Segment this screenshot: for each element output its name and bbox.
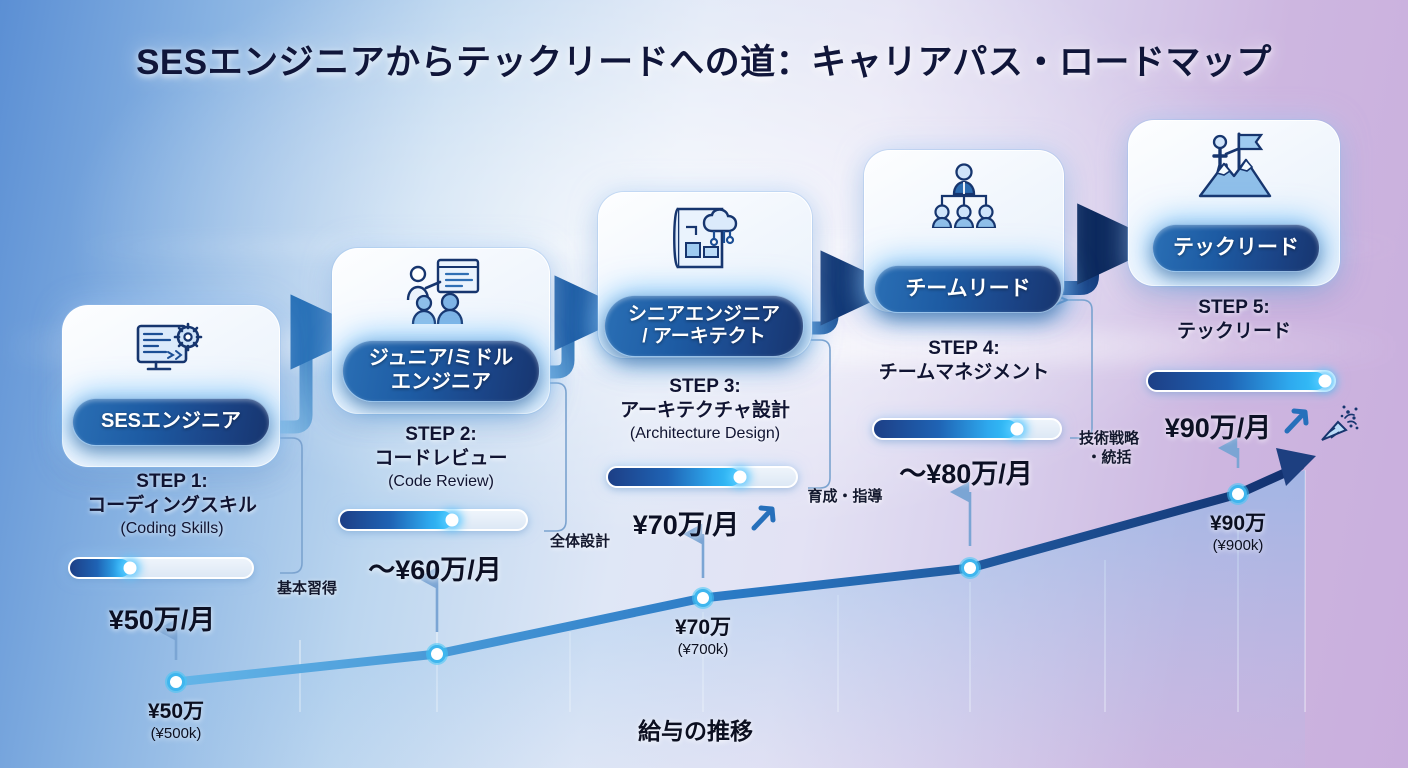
step-4-number: STEP 4: <box>928 338 1000 359</box>
chart-caption: 給与の推移 <box>638 718 753 744</box>
step-1-progress-knob[interactable] <box>123 561 137 575</box>
party-popper-icon <box>1321 405 1359 441</box>
chart-point-1-sub: (¥500k) <box>150 724 202 742</box>
step-5-name-ja: テックリード <box>1176 321 1291 343</box>
rising-arrow-icon <box>751 505 776 531</box>
chart-point-5-sub: (¥900k) <box>1212 536 1264 554</box>
chart-point-3-sub: (¥700k) <box>677 640 729 658</box>
step-3-pill[interactable]: シニアエンジニア / アーキテクト <box>604 295 804 357</box>
step-1-progress-bar[interactable] <box>68 557 254 579</box>
step-2-number: STEP 2: <box>405 424 477 445</box>
rising-arrow-icon <box>1284 408 1309 434</box>
step-3-name-en: (Architecture Design) <box>629 424 781 442</box>
step-5-progress-knob[interactable] <box>1318 374 1332 388</box>
step-2-name-ja: コードレビュー <box>374 448 508 470</box>
step-4-connector-note: 技術戦略 ・統括 <box>1078 430 1139 466</box>
step-1-salary: ¥50万/月 <box>108 605 216 635</box>
chart-point-1-main: ¥50万 <box>147 700 205 723</box>
chart-point-label-1: ¥50万 (¥500k) <box>106 700 246 742</box>
step-1-progress-fill <box>70 559 131 577</box>
chart-point-label-5: ¥90万 (¥900k) <box>1168 512 1308 554</box>
step-1-name-ja: コーディングスキル <box>87 495 257 517</box>
step-4-progress-fill <box>874 420 1018 438</box>
step-1-label: STEP 1: コーディングスキル (Coding Skills) <box>42 470 302 539</box>
step-4-pill[interactable]: チームリード <box>874 265 1062 313</box>
step-4-salary: 〜¥80万/月 <box>899 459 1033 489</box>
chart-point-label-3: ¥70万 (¥700k) <box>633 616 773 658</box>
step-2-name-en: (Code Review) <box>388 472 494 490</box>
step-2-salary: 〜¥60万/月 <box>368 555 502 585</box>
step-1-number: STEP 1: <box>136 471 208 492</box>
step-3-progress-bar[interactable] <box>606 466 798 488</box>
step-1-pill[interactable]: SESエンジニア <box>72 398 270 446</box>
step-2-connector-note: 全体設計 <box>549 533 610 550</box>
mountain-flag-icon <box>1128 130 1340 200</box>
team-org-icon <box>864 162 1064 228</box>
step-4-name-ja: チームマネジメント <box>878 362 1050 384</box>
step-2-progress-bar[interactable] <box>338 509 528 531</box>
step-1-connector-note: 基本習得 <box>276 580 337 597</box>
step-3-connector-note: 育成・指導 <box>807 488 883 505</box>
blueprint-cloud-icon <box>598 203 812 273</box>
step-2-pill[interactable]: ジュニア/ミドル エンジニア <box>342 340 540 402</box>
presentation-people-icon <box>332 258 550 326</box>
step-5-label: STEP 5: テックリード <box>1130 296 1338 345</box>
step-5-progress-fill <box>1148 372 1325 390</box>
step-5-progress-bar[interactable] <box>1146 370 1336 392</box>
step-3-progress-knob[interactable] <box>733 470 747 484</box>
monitor-gear-icon <box>62 318 280 386</box>
step-1-name-en: (Coding Skills) <box>120 519 224 537</box>
step-3-salary: ¥70万/月 <box>632 510 740 540</box>
page-title: SESエンジニアからテックリードへの道：キャリアパス・ロードマップ <box>136 43 1272 82</box>
step-2-progress-fill <box>340 511 452 529</box>
step-3-progress-fill <box>608 468 740 486</box>
step-3-number: STEP 3: <box>669 376 741 397</box>
step-2-label: STEP 2: コードレビュー (Code Review) <box>316 423 566 492</box>
step-4-progress-knob[interactable] <box>1010 422 1024 436</box>
chart-point-5-main: ¥90万 <box>1209 512 1267 535</box>
step-4-label: STEP 4: チームマネジメント <box>854 337 1074 386</box>
chart-point-3-main: ¥70万 <box>674 616 732 639</box>
step-3-name-ja: アーキテクチャ設計 <box>620 400 790 422</box>
step-4-progress-bar[interactable] <box>872 418 1062 440</box>
step-2-progress-knob[interactable] <box>445 513 459 527</box>
step-5-number: STEP 5: <box>1198 297 1270 318</box>
step-3-label: STEP 3: アーキテクチャ設計 (Architecture Design) <box>584 375 826 444</box>
step-5-salary: ¥90万/月 <box>1164 413 1272 443</box>
step-5-pill[interactable]: テックリード <box>1152 224 1320 272</box>
